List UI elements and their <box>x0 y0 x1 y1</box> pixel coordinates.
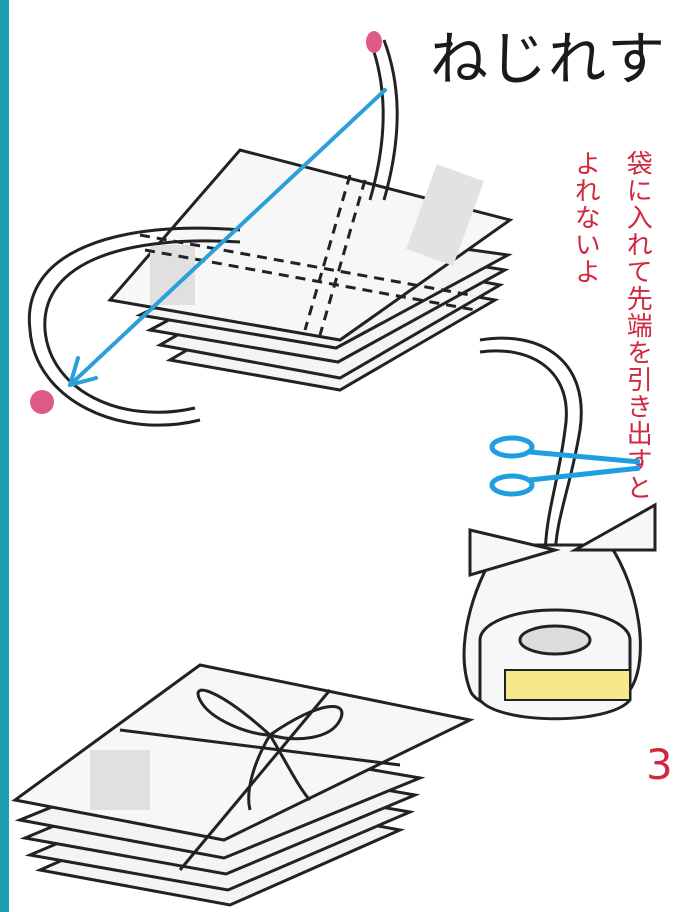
string-tip <box>366 31 382 53</box>
tape-label <box>504 669 631 701</box>
string-end-mark <box>30 390 54 414</box>
left-accent-bar <box>0 0 9 912</box>
arrow-icon <box>68 88 387 387</box>
step-number: 3 <box>646 740 673 789</box>
top-border <box>0 0 662 8</box>
dashed-cross-lines <box>139 174 476 336</box>
newspaper-stack-bottom <box>11 663 475 907</box>
twine-string <box>27 39 583 561</box>
page-title: ねじれす <box>430 25 667 93</box>
tied-string-bow <box>119 688 401 871</box>
tip-note-line-1: 袋に入れて先端を引き出すと <box>622 150 653 501</box>
tip-note-line-2: よれないよ <box>570 150 601 285</box>
scissors-icon <box>489 435 641 497</box>
newspaper-stack-top <box>107 148 514 392</box>
